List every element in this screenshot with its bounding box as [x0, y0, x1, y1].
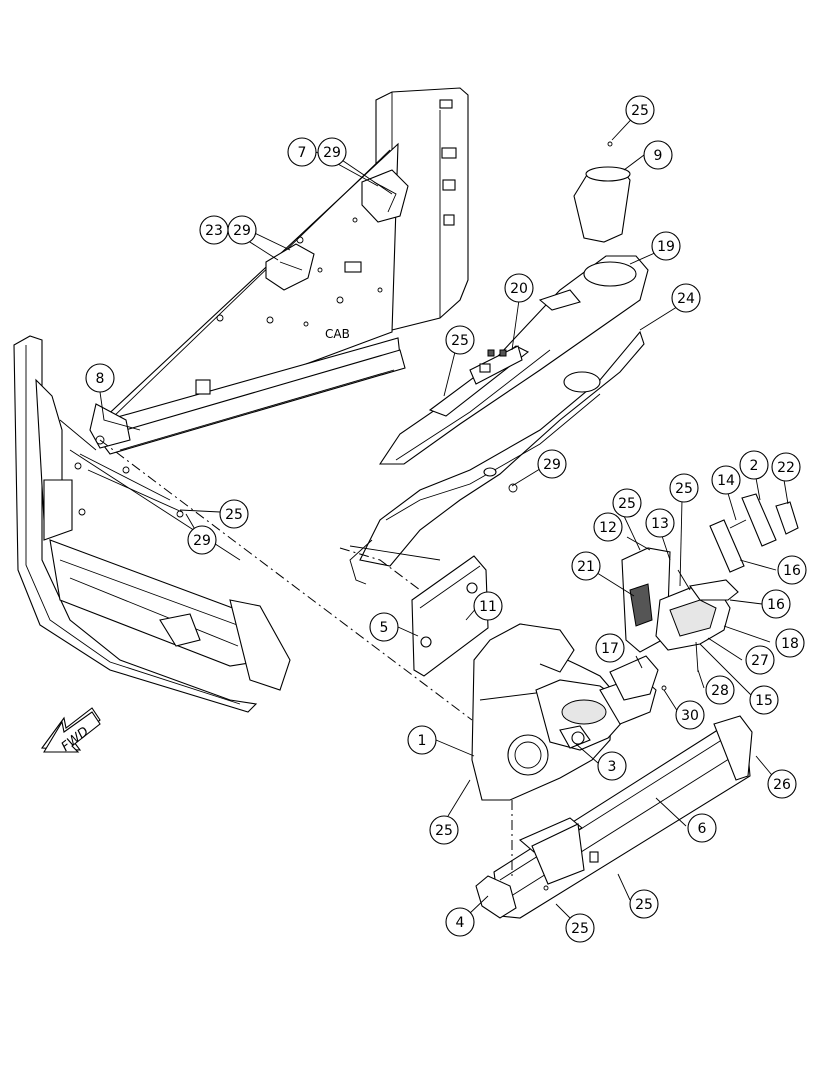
callout-19: 19 — [651, 231, 681, 261]
panel-5 — [411, 555, 489, 677]
main-console-1 — [471, 623, 657, 801]
callout-29: 29 — [227, 215, 257, 245]
svg-text:27: 27 — [751, 653, 769, 669]
callout-25: 25 — [219, 499, 249, 529]
callout-30: 30 — [675, 700, 705, 730]
callout-6: 6 — [687, 813, 717, 843]
svg-text:6: 6 — [698, 821, 707, 837]
callout-25: 25 — [625, 95, 655, 125]
svg-text:3: 3 — [608, 759, 617, 775]
fwd-arrow: FWD — [40, 707, 101, 755]
svg-text:25: 25 — [451, 333, 469, 349]
callout-11: 11 — [473, 591, 503, 621]
callout-25: 25 — [429, 815, 459, 845]
callout-25: 25 — [612, 488, 642, 518]
svg-text:25: 25 — [435, 823, 453, 839]
svg-text:19: 19 — [657, 239, 675, 255]
callout-17: 17 — [595, 633, 625, 663]
callout-5: 5 — [369, 612, 399, 642]
callout-4: 4 — [445, 907, 475, 937]
svg-text:29: 29 — [543, 457, 561, 473]
lower-console-24 — [349, 330, 645, 585]
svg-text:4: 4 — [456, 915, 465, 931]
svg-text:26: 26 — [773, 777, 791, 793]
svg-text:25: 25 — [635, 897, 653, 913]
svg-text:21: 21 — [577, 559, 595, 575]
leader-lines — [99, 109, 789, 923]
callout-25: 25 — [629, 889, 659, 919]
callout-13: 13 — [645, 508, 675, 538]
svg-text:7: 7 — [298, 145, 307, 161]
small-parts — [695, 493, 799, 673]
svg-text:14: 14 — [717, 473, 735, 489]
callout-7: 7 — [287, 137, 317, 167]
callout-14: 14 — [711, 465, 741, 495]
svg-text:15: 15 — [755, 693, 773, 709]
bracket-17 — [609, 655, 667, 701]
cup-holder-9 — [573, 141, 631, 243]
svg-text:5: 5 — [380, 620, 389, 636]
callout-15: 15 — [749, 685, 779, 715]
svg-text:24: 24 — [677, 291, 695, 307]
svg-text:25: 25 — [631, 103, 649, 119]
svg-text:17: 17 — [601, 641, 619, 657]
svg-text:25: 25 — [618, 496, 636, 512]
armrest-assembly — [621, 547, 739, 653]
callout-8: 8 — [85, 363, 115, 393]
svg-text:12: 12 — [599, 520, 617, 536]
callout-10: 16 — [777, 555, 807, 585]
callout-22: 22 — [771, 452, 801, 482]
svg-text:2: 2 — [750, 458, 759, 474]
svg-text:25: 25 — [571, 921, 589, 937]
callout-23: 23 — [199, 215, 229, 245]
callouts: 25 9 7 29 23 29 19 20 24 25 8 29 25 29 2… — [85, 95, 807, 943]
svg-text:13: 13 — [651, 516, 669, 532]
callout-29: 29 — [187, 525, 217, 555]
callout-9: 9 — [643, 140, 673, 170]
svg-text:1: 1 — [418, 733, 427, 749]
callout-29: 29 — [537, 449, 567, 479]
callout-25: 25 — [565, 913, 595, 943]
console-cover-19 — [378, 255, 649, 465]
callout-28: 28 — [705, 675, 735, 705]
svg-text:28: 28 — [711, 683, 729, 699]
svg-text:16: 16 — [767, 597, 785, 613]
svg-text:11: 11 — [479, 599, 497, 615]
callout-29: 29 — [317, 137, 347, 167]
svg-text:30: 30 — [681, 708, 699, 724]
callout-1: 1 — [407, 725, 437, 755]
callout-3: 3 — [597, 751, 627, 781]
svg-text:22: 22 — [777, 460, 795, 476]
assembly-lines — [99, 439, 513, 880]
callout-25: 25 — [669, 473, 699, 503]
cab-wall: CAB — [97, 87, 469, 455]
callout-16: 16 — [761, 589, 791, 619]
svg-text:20: 20 — [510, 281, 528, 297]
callout-18: 18 — [775, 628, 805, 658]
callout-2: 2 — [739, 450, 769, 480]
svg-text:23: 23 — [205, 223, 223, 239]
callout-20: 20 — [504, 273, 534, 303]
cab-frame — [13, 335, 291, 713]
callout-26: 26 — [767, 769, 797, 799]
callout-25: 25 — [445, 325, 475, 355]
callout-24: 24 — [671, 283, 701, 313]
callout-27: 27 — [745, 645, 775, 675]
svg-text:25: 25 — [675, 481, 693, 497]
svg-text:29: 29 — [233, 223, 251, 239]
rail-6 — [475, 715, 753, 919]
svg-text:9: 9 — [654, 148, 663, 164]
cab-label: CAB — [325, 327, 350, 341]
svg-text:25: 25 — [225, 507, 243, 523]
callout-12: 12 — [593, 512, 623, 542]
svg-text:29: 29 — [323, 145, 341, 161]
svg-text:16: 16 — [783, 563, 801, 579]
svg-text:8: 8 — [96, 371, 105, 387]
svg-text:29: 29 — [193, 533, 211, 549]
svg-text:18: 18 — [781, 636, 799, 652]
callout-21: 21 — [571, 551, 601, 581]
